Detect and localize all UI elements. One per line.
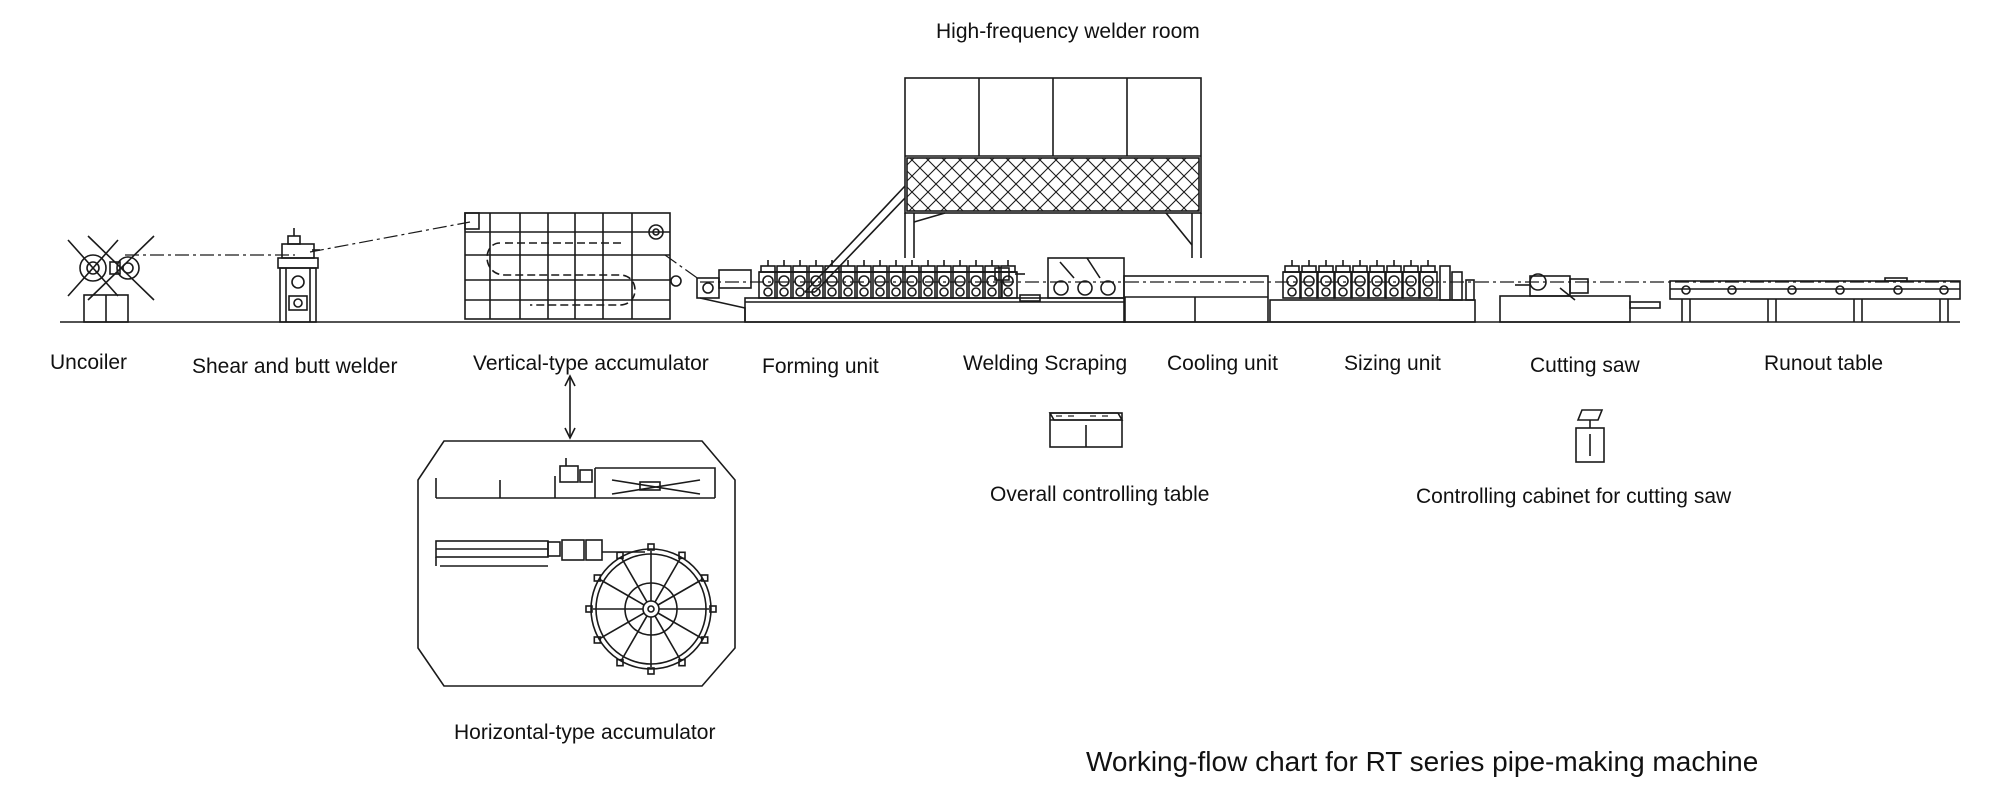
accumulator-wheel-spoke [621, 558, 648, 603]
cutting-saw-cabinet-label: Controlling cabinet for cutting saw [1416, 485, 1732, 508]
sizing-roll-stand [1282, 259, 1302, 299]
sizing-roll-stand [1384, 259, 1404, 299]
sizing-stands [1282, 259, 1438, 299]
accumulator-wheel-tab [585, 605, 593, 613]
welding-scraping-machine [994, 257, 1125, 302]
accumulator-wheel-tab [593, 574, 602, 582]
accumulator-wheel-spoke [657, 612, 702, 639]
sizing-roll-stand [1401, 259, 1421, 299]
station-label-forming-unit: Forming unit [762, 355, 879, 378]
station-label-runout-table: Runout table [1764, 352, 1884, 375]
sizing-roll-stand [1333, 259, 1353, 299]
runout-table [1669, 277, 1961, 322]
station-label-cutting-saw: Cutting saw [1530, 354, 1640, 377]
sizing-roll-stand [1299, 259, 1319, 299]
station-label-sizing-unit: Sizing unit [1344, 352, 1441, 375]
accumulator-wheel-tab [647, 667, 655, 675]
accumulator-wheel-tab [678, 658, 686, 667]
accumulator-wheel-tab [593, 636, 602, 644]
horizontal-accumulator-panel [417, 440, 736, 687]
cutting-saw-cabinet-icon [1575, 409, 1605, 463]
accumulator-wheel-spoke [600, 612, 645, 639]
sizing-unit-end [1439, 265, 1475, 301]
horizontal-accumulator-label: Horizontal-type accumulator [454, 721, 716, 744]
sizing-roll-stand [1418, 259, 1438, 299]
vertical-accumulator-machine [464, 212, 682, 320]
diagram-title: Working-flow chart for RT series pipe-ma… [1086, 746, 1759, 777]
sizing-unit-base [1269, 299, 1476, 323]
accumulator-wheel-tab [678, 551, 686, 560]
accumulator-wheel-spoke [600, 579, 645, 606]
accumulator-wheel-tab [700, 574, 709, 582]
welder-room-structure [804, 77, 1202, 293]
station-label-uncoiler: Uncoiler [50, 351, 128, 374]
sizing-roll-stand [1316, 259, 1336, 299]
cooling-unit-machine [1123, 275, 1269, 323]
forming-stands [758, 259, 1018, 299]
shear-butt-welder-machine [277, 228, 320, 323]
overall-controlling-table-label: Overall controlling table [990, 483, 1210, 506]
accumulator-wheel-spoke [621, 615, 648, 660]
station-label-cooling-unit: Cooling unit [1167, 352, 1278, 375]
accumulator-link-arrow [564, 374, 576, 440]
sizing-roll-stand [1350, 259, 1370, 299]
uncoiler-machine [67, 235, 155, 323]
accumulator-wheel-spoke [654, 558, 681, 603]
cutting-saw-machine [1499, 273, 1661, 323]
accumulator-wheel-spoke [657, 579, 702, 606]
accumulator-wheel-spoke [654, 615, 681, 660]
strip-path [125, 221, 1960, 283]
station-label-welding-scraping: Welding Scraping [963, 352, 1128, 375]
accumulator-wheel-tab [709, 605, 717, 613]
station-label-shear-butt-welder: Shear and butt welder [192, 355, 398, 378]
accumulator-wheel-tab [700, 636, 709, 644]
accumulator-wheel-tab [616, 658, 624, 667]
accumulator-wheel-tab [647, 543, 655, 551]
sizing-roll-stand [1367, 259, 1387, 299]
welder-room-label: High-frequency welder room [936, 20, 1200, 43]
station-label-vertical-accumulator: Vertical-type accumulator [473, 352, 709, 375]
accumulator-wheel-tab [616, 551, 624, 560]
overall-controlling-table-icon [1048, 412, 1124, 448]
